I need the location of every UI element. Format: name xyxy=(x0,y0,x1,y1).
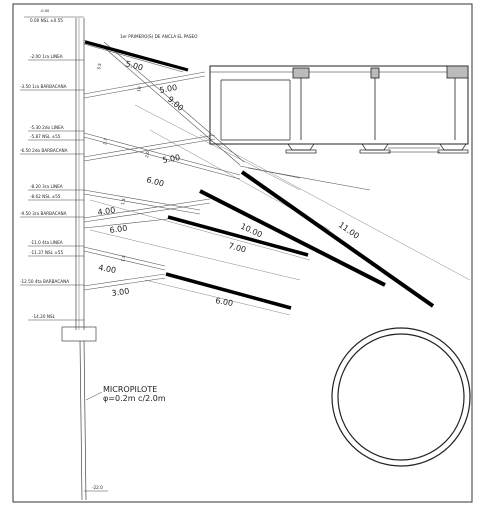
dim-label: 6.00 xyxy=(215,296,234,308)
bond-row1 xyxy=(84,40,189,72)
level-label: -8.20 3ra LINEA xyxy=(30,184,63,189)
circular-section xyxy=(331,327,471,467)
dim-label: 6.00 xyxy=(109,224,128,235)
micropile-spec: φ=0.2m c/2.0m xyxy=(103,394,166,403)
small-dim: 2.7 xyxy=(102,137,108,145)
level-label: -5.30 2do LINEA xyxy=(30,125,64,130)
bond-7m xyxy=(167,215,309,257)
small-dim: 1.5 xyxy=(120,197,126,205)
bottom-level: -22.0 xyxy=(92,485,103,490)
level-labels: -2.00 1ra LINEA -3.50 1ra BARBACANA -5.3… xyxy=(20,54,69,319)
level-label: -8.62 NSL ±55 xyxy=(30,194,61,199)
dim-label: 11.00 xyxy=(337,220,361,241)
micropile-title: MICROPILOTE xyxy=(103,385,157,394)
dimension-leaders xyxy=(89,104,471,316)
anchor-bond-lengths xyxy=(84,40,435,310)
bottom-level-marker: -22.0 xyxy=(84,485,108,492)
dim-label: 9.00 xyxy=(166,95,185,113)
dim-label: 5.00 xyxy=(162,153,181,165)
dim-label: 4.00 xyxy=(98,263,117,275)
top-level: 0.00 NSL ±0.55 xyxy=(30,18,63,23)
level-label: -3.50 1ra BARBACANA xyxy=(20,84,67,89)
dim-label: 7.00 xyxy=(227,241,247,254)
dim-label: 5.00 xyxy=(124,59,144,72)
top-note: -0.00 xyxy=(40,9,50,13)
small-dim: 2.0 xyxy=(144,150,150,158)
dim-label: 3.00 xyxy=(111,287,130,298)
small-dim: 3.5 xyxy=(96,62,102,70)
level-label: -5.87 NSL ±55 xyxy=(30,134,61,139)
free-length-labels: 5.00 5.00 9.00 5.00 6.00 4.00 6.00 4.00 … xyxy=(97,59,185,298)
dim-label: 6.00 xyxy=(145,175,165,188)
level-label: -11.37 NSL ±55 xyxy=(30,250,63,255)
small-dim: 1.5 xyxy=(120,254,126,262)
small-dim: 10 xyxy=(136,86,142,92)
level-markers xyxy=(20,59,84,321)
level-label: -2.00 1ra LINEA xyxy=(30,54,63,59)
drawing-border xyxy=(12,3,473,503)
anchor-free-lengths xyxy=(83,39,371,291)
level-label: -11.0 4ta LINEA xyxy=(30,240,63,245)
first-row-note: 1er PRIMERO(S) DE ANCLA EL PASEO xyxy=(120,34,198,39)
dim-label: 4.00 xyxy=(97,206,116,217)
level-label: -6.50 2do BARBACANA xyxy=(20,148,68,153)
small-dimension-labels: 3.5 10 2.7 2.0 1.5 1.5 xyxy=(96,62,150,262)
retaining-wall xyxy=(61,18,97,501)
top-level-marker: -0.00 0.00 NSL ±0.55 xyxy=(24,9,84,23)
level-label: -14.20 NSL xyxy=(32,314,56,319)
micropile-note: MICROPILOTE φ=0.2m c/2.0m xyxy=(85,385,166,403)
level-label: -12.50 4ta BARBACANA xyxy=(20,279,69,284)
bond-6m xyxy=(165,272,292,310)
level-label: -9.50 3ra BARBACANA xyxy=(20,211,67,216)
bond-10m xyxy=(199,189,386,287)
bond-11m xyxy=(240,170,435,308)
dim-label: 5.00 xyxy=(159,83,178,95)
deck-section-detail xyxy=(209,65,469,154)
